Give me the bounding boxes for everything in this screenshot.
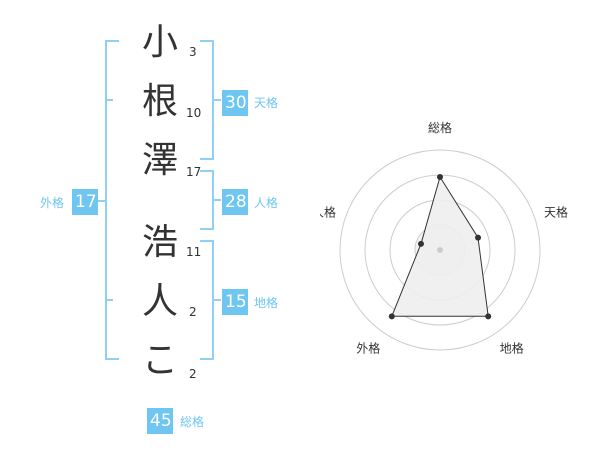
radar-point-1 [437,174,443,180]
gaikaku-tick-1 [105,99,113,101]
gaikaku-label: 外格 [40,196,65,210]
radar-point-3 [485,313,492,320]
tenkaku-label: 天格 [254,96,279,110]
gaikaku-tick-2 [105,299,113,301]
radar-point-5 [417,240,424,247]
name-char-5: 人 [141,281,178,322]
chikaku-bracket [200,240,214,360]
radar-point-4 [388,313,395,320]
tenkaku-bracket [200,40,214,160]
jinkaku-badge: 28 [222,189,248,215]
stroke-count-4: 11 [186,245,202,259]
radar-axis-label-2: 天格 [544,204,568,219]
name-char-2: 根 [141,81,178,122]
stroke-count-2: 10 [186,106,202,120]
gaikaku-bracket [105,40,119,360]
chikaku-label: 地格 [254,296,279,310]
name-char-6: こ [141,340,178,381]
soukaku-label: 総格 [180,415,205,429]
gaikaku-badge: 17 [72,189,98,215]
stroke-count-6: 2 [189,367,197,381]
tenkaku-badge: 30 [222,90,248,116]
tenkaku-connector [213,99,221,101]
radar-axis-label-4: 外格 [356,341,380,356]
chikaku-connector [213,299,221,301]
name-char-1: 小 [141,22,178,63]
name-char-3: 澤 [141,140,178,181]
radar-value-polygon [391,175,489,317]
jinkaku-connector [213,199,221,201]
stroke-count-3: 17 [186,165,202,179]
radar-points [388,174,492,320]
gaikaku-connector [98,200,106,202]
jinkaku-bracket [200,170,214,230]
soukaku-badge: 45 [147,408,173,434]
radar-axis-label-5: 人格 [320,204,336,219]
jinkaku-label: 人格 [254,196,279,210]
radar-ring-4 [339,149,541,351]
stroke-count-5: 2 [189,305,197,319]
radar-axis-label-1: 総格 [428,120,452,135]
radar-axis-label-3: 地格 [500,341,524,356]
radar-center-dot [437,247,443,253]
stroke-count-1: 3 [189,45,197,59]
radar-point-2 [475,234,482,241]
name-char-4: 浩 [141,222,178,263]
chikaku-badge: 15 [222,289,248,315]
